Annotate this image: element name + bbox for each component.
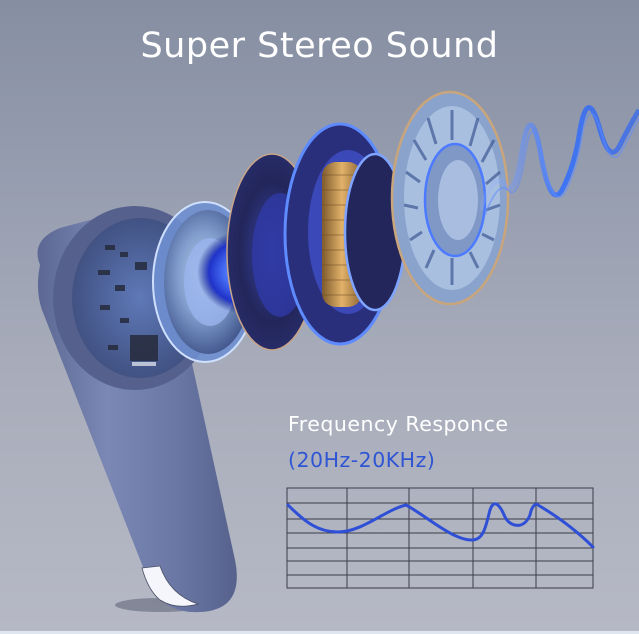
frequency-response-title: Frequency Responce	[288, 412, 509, 436]
soundwave-icon	[480, 105, 639, 216]
headline: Super Stereo Sound	[140, 26, 499, 66]
chart-grid	[286, 487, 594, 589]
bottom-edge-strip	[0, 631, 639, 634]
earbud-exploded-illustration	[37, 90, 510, 613]
frequency-response-chart	[286, 487, 595, 589]
frequency-range-label: (20Hz-20KHz)	[288, 448, 436, 472]
frequency-curve	[286, 502, 595, 549]
